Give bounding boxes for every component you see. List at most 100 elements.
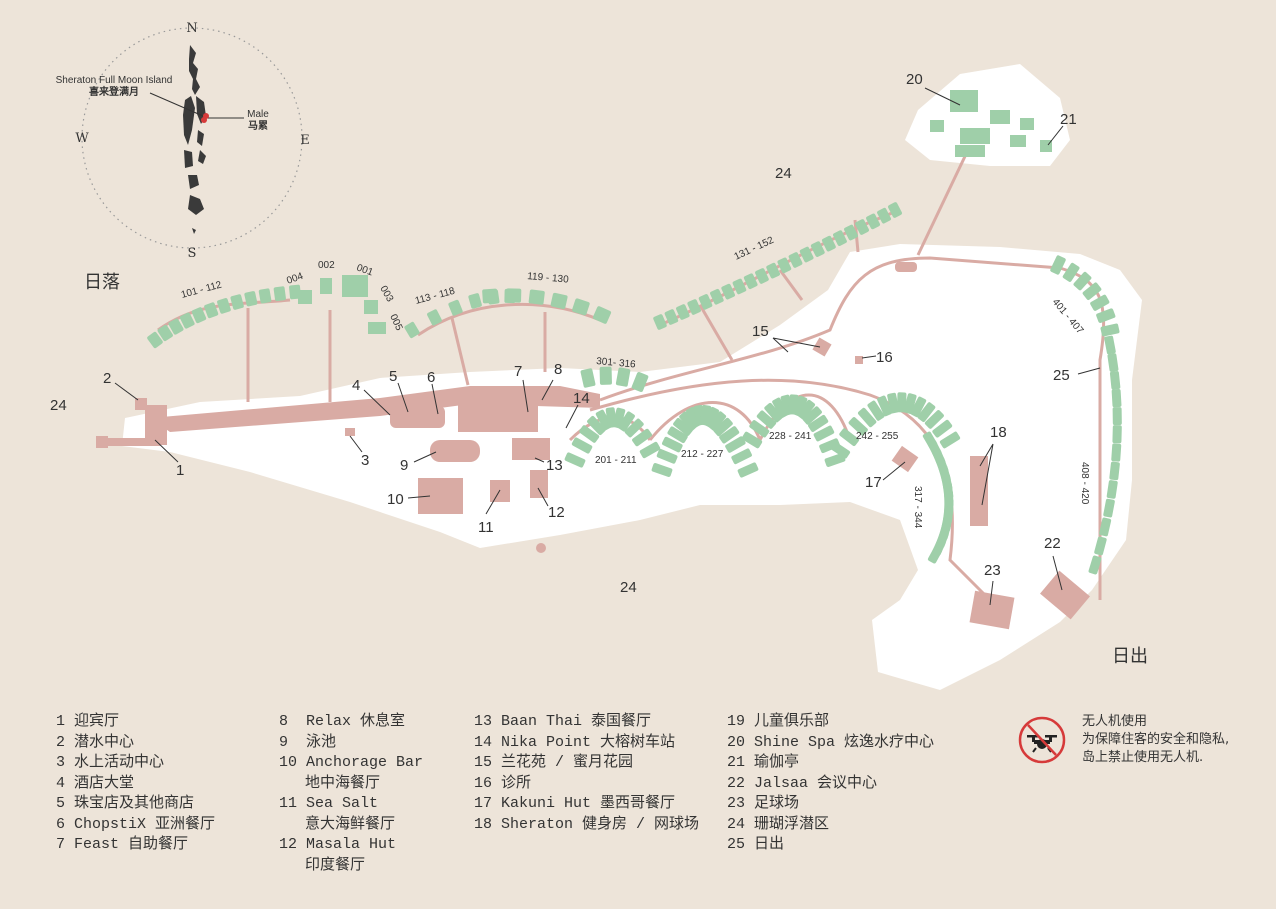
range-119-130: 119 - 130 <box>527 271 570 286</box>
legend-item: 11 Sea Salt <box>279 795 379 812</box>
legend-item: 13 Baan Thai 泰国餐厅 <box>474 713 652 730</box>
villa <box>1062 262 1080 282</box>
marker-24-west[interactable]: 24 <box>50 397 67 414</box>
compass-w: W <box>75 131 89 146</box>
villa <box>258 288 272 304</box>
legend-item-continued: 印度餐厅 <box>305 856 366 874</box>
villa <box>580 368 596 388</box>
villa <box>855 219 869 235</box>
marker-4[interactable]: 4 <box>352 377 360 394</box>
villa <box>1050 255 1066 275</box>
villa <box>917 402 936 422</box>
villa <box>168 318 184 335</box>
villa <box>698 294 713 310</box>
marker-2[interactable]: 2 <box>103 370 111 387</box>
marker-16[interactable]: 16 <box>876 349 893 366</box>
villa <box>888 202 902 218</box>
villa <box>404 321 420 339</box>
marker-9[interactable]: 9 <box>400 457 408 474</box>
villa <box>364 300 378 314</box>
villa <box>147 331 163 349</box>
villa <box>1107 353 1119 372</box>
villa <box>792 395 808 417</box>
villa <box>877 395 893 417</box>
villa <box>725 436 746 453</box>
marker-13[interactable]: 13 <box>546 457 563 474</box>
villa <box>1106 480 1118 499</box>
marker-25[interactable]: 25 <box>1053 367 1070 384</box>
range-004: 004 <box>285 271 305 287</box>
villa <box>813 425 835 442</box>
marker-8[interactable]: 8 <box>554 361 562 378</box>
sunrise-label: 日出 <box>1112 646 1148 667</box>
villa <box>506 288 522 303</box>
marker-23[interactable]: 23 <box>984 562 1001 579</box>
villa <box>631 372 649 392</box>
villa <box>756 410 777 429</box>
marker-11[interactable]: 11 <box>478 519 494 536</box>
legend-item: 1 迎宾厅 <box>56 713 120 730</box>
marker-14[interactable]: 14 <box>573 390 590 407</box>
marker-6[interactable]: 6 <box>427 369 435 386</box>
legend-item: 12 Masala Hut <box>279 836 397 853</box>
villa <box>990 110 1010 124</box>
marker-20[interactable]: 20 <box>906 71 923 88</box>
marker-5[interactable]: 5 <box>389 368 397 385</box>
marker-15[interactable]: 15 <box>752 323 769 340</box>
marker-12[interactable]: 12 <box>548 504 565 521</box>
marker-17[interactable]: 17 <box>865 474 882 491</box>
legend-item: 7 Feast 自助餐厅 <box>56 836 189 853</box>
leader-lines <box>114 87 1101 606</box>
villa <box>1109 371 1121 390</box>
villa <box>592 306 612 324</box>
legend-column-3: 13 Baan Thai 泰国餐厅 14 Nika Point 大榕树车站 15… <box>474 712 699 835</box>
villa <box>320 278 332 294</box>
villa <box>1111 388 1122 408</box>
villa <box>1088 555 1102 575</box>
villa <box>191 307 207 324</box>
marker-21[interactable]: 21 <box>1060 111 1077 128</box>
villa <box>217 298 231 314</box>
legend-item: 25 日出 <box>727 836 785 853</box>
villa <box>667 426 688 444</box>
villa <box>342 275 368 297</box>
marker-24-north[interactable]: 24 <box>775 165 792 182</box>
atoll-silhouette <box>183 45 206 234</box>
villa <box>710 288 724 305</box>
marker-24-south[interactable]: 24 <box>620 579 637 596</box>
marker-1[interactable]: 1 <box>176 462 184 479</box>
marker-7[interactable]: 7 <box>514 363 522 380</box>
legend-item: 9 泳池 <box>279 733 337 751</box>
villa <box>664 309 679 325</box>
legend-item: 3 水上活动中心 <box>56 754 165 771</box>
villa <box>639 441 661 459</box>
marker-22[interactable]: 22 <box>1044 535 1061 552</box>
legend-item: 19 儿童俱乐部 <box>727 713 830 730</box>
villa <box>731 448 752 465</box>
legend-item: 17 Kakuni Hut 墨西哥餐厅 <box>474 795 676 812</box>
villa <box>896 392 907 413</box>
villa <box>799 246 814 263</box>
villa <box>656 448 678 464</box>
marker-18[interactable]: 18 <box>990 424 1007 441</box>
drone-notice-line1: 为保障住客的安全和隐私, <box>1082 732 1230 747</box>
villa <box>867 400 885 421</box>
villa <box>564 452 586 468</box>
villa <box>615 367 631 387</box>
marker-3[interactable]: 3 <box>361 452 369 469</box>
villa <box>829 441 851 459</box>
drone-notice-line2: 岛上禁止使用无人机. <box>1082 750 1204 765</box>
villa <box>713 417 733 437</box>
marker-10[interactable]: 10 <box>387 491 404 508</box>
range-317-344: 317 - 344 <box>912 486 923 529</box>
villa <box>737 462 759 478</box>
legend-item-continued: 地中海餐厅 <box>305 774 381 792</box>
villa <box>571 437 593 454</box>
villa <box>924 410 944 429</box>
villa <box>833 230 847 246</box>
villa <box>1094 536 1107 556</box>
villa <box>617 411 635 432</box>
villa <box>743 273 758 290</box>
villa <box>651 463 673 477</box>
paths-and-buildings <box>96 262 1090 630</box>
